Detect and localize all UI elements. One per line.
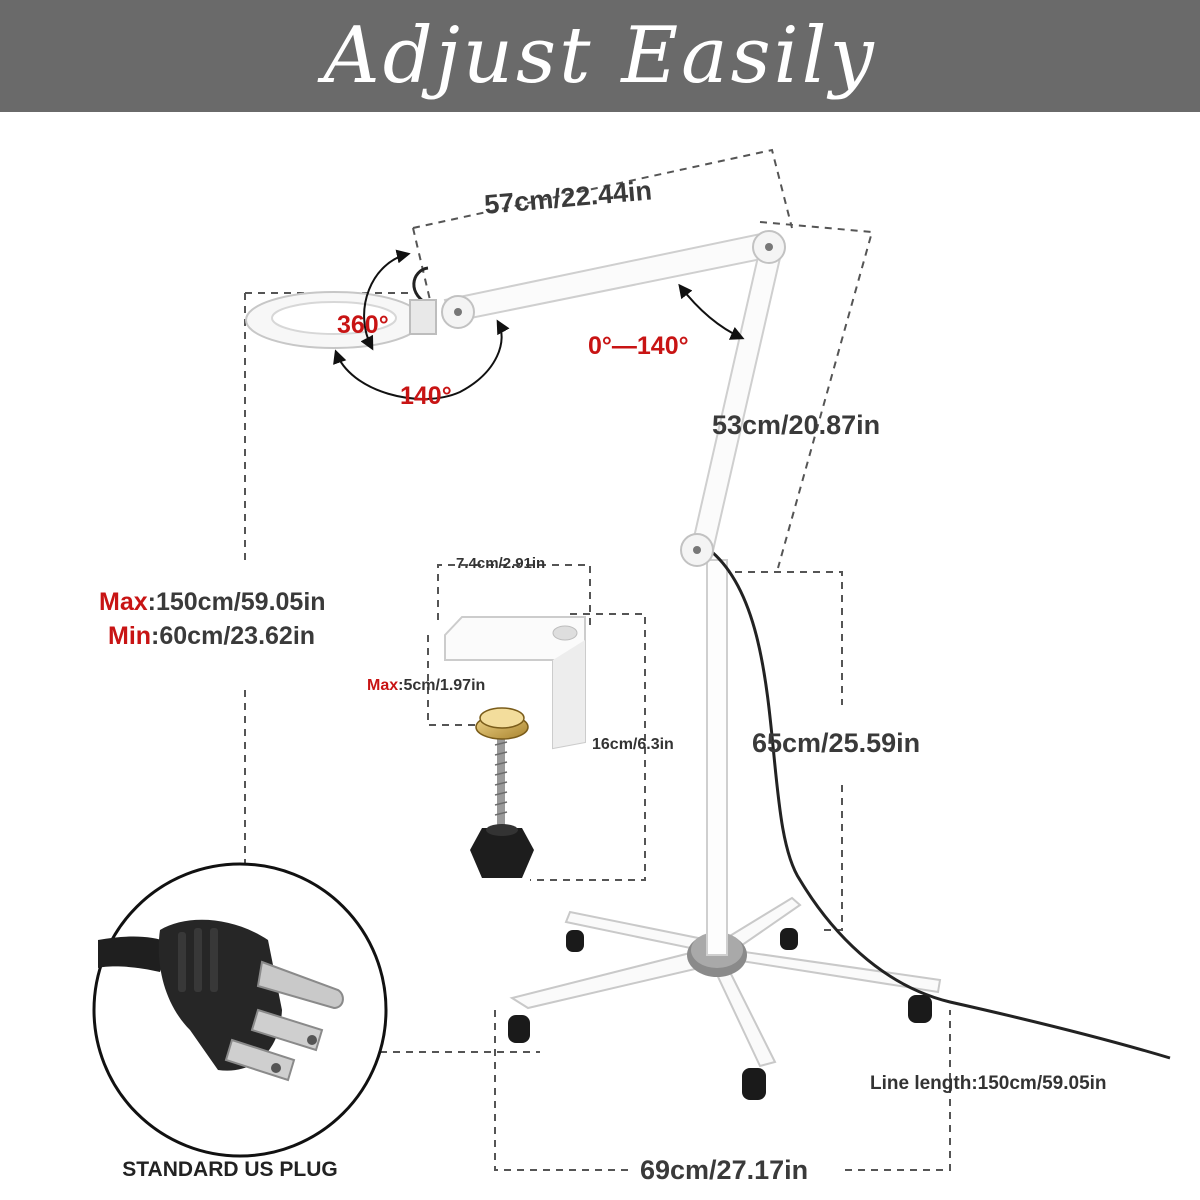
clamp-width-label: 7.4cm/2.91in bbox=[456, 555, 546, 572]
rolling-base bbox=[508, 896, 942, 1100]
min-height-label: Min:60cm/23.62in bbox=[108, 622, 315, 651]
clamp-height-label: 16cm/6.3in bbox=[592, 736, 674, 753]
clamp-opening-prefix: Max bbox=[367, 677, 399, 694]
max-height-value: :150cm/59.05in bbox=[147, 588, 326, 616]
head-rotation-angle: 360° bbox=[337, 311, 389, 339]
lamp-arms bbox=[443, 230, 782, 557]
plug-caption: STANDARD US PLUG bbox=[122, 1158, 338, 1181]
plug-inset bbox=[92, 862, 388, 1158]
min-height-value: :60cm/23.62in bbox=[151, 622, 316, 650]
head-tilt-angle: 140° bbox=[400, 382, 452, 410]
power-cord bbox=[711, 550, 1171, 1060]
min-height-prefix: Min bbox=[108, 622, 152, 650]
base-width-label: 69cm/27.17in bbox=[640, 1155, 809, 1185]
max-height-label: Max:150cm/59.05in bbox=[99, 588, 326, 617]
lower-arm-length-label: 53cm/20.87in bbox=[712, 410, 881, 440]
line-length-label: Line length:150cm/59.05in bbox=[870, 1073, 1107, 1094]
max-height-prefix: Max bbox=[99, 588, 148, 616]
desk-clamp bbox=[444, 616, 586, 878]
dimension-guides bbox=[244, 148, 951, 1171]
lamp-pole bbox=[706, 559, 728, 956]
pole-height-label: 65cm/25.59in bbox=[752, 728, 921, 758]
title-banner: Adjust Easily bbox=[0, 0, 1200, 112]
arm-angle-range: 0°—140° bbox=[588, 332, 689, 360]
clamp-opening-label: Max:5cm/1.97in bbox=[367, 677, 485, 695]
rotation-arrows bbox=[333, 249, 745, 400]
page-title: Adjust Easily bbox=[323, 11, 877, 101]
clamp-opening-value: :5cm/1.97in bbox=[398, 677, 486, 694]
